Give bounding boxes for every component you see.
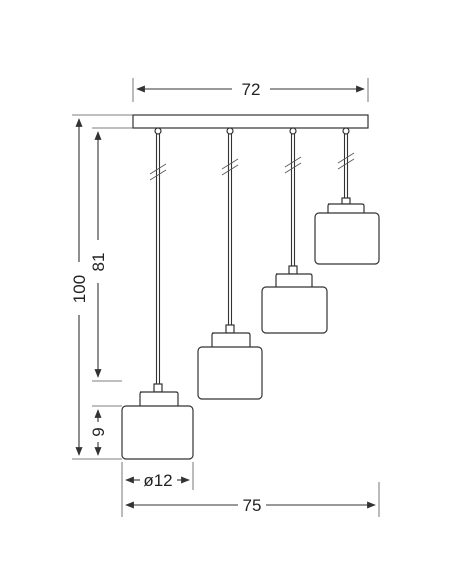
dimension-shade-diameter: ø12 [121, 462, 194, 490]
dimension-shade-height: 9 [89, 405, 122, 456]
canopy-bar [132, 114, 369, 129]
canopy-width-label: 72 [242, 80, 261, 99]
dimension-cable-length: 81 [89, 127, 133, 382]
pendant-4 [314, 127, 380, 265]
dimension-total-height: 100 [70, 114, 133, 460]
dimension-total-width: 75 [121, 482, 380, 517]
cable-length-label: 81 [89, 253, 108, 272]
shade-diameter-label: ø12 [143, 471, 172, 490]
total-height-label: 100 [70, 275, 89, 303]
pendant-2 [197, 127, 263, 400]
total-width-label: 75 [243, 496, 262, 515]
shade-height-label: 9 [89, 427, 108, 436]
pendant-1 [121, 127, 194, 460]
dimension-canopy-width: 72 [132, 78, 369, 102]
pendant-3 [261, 127, 328, 334]
